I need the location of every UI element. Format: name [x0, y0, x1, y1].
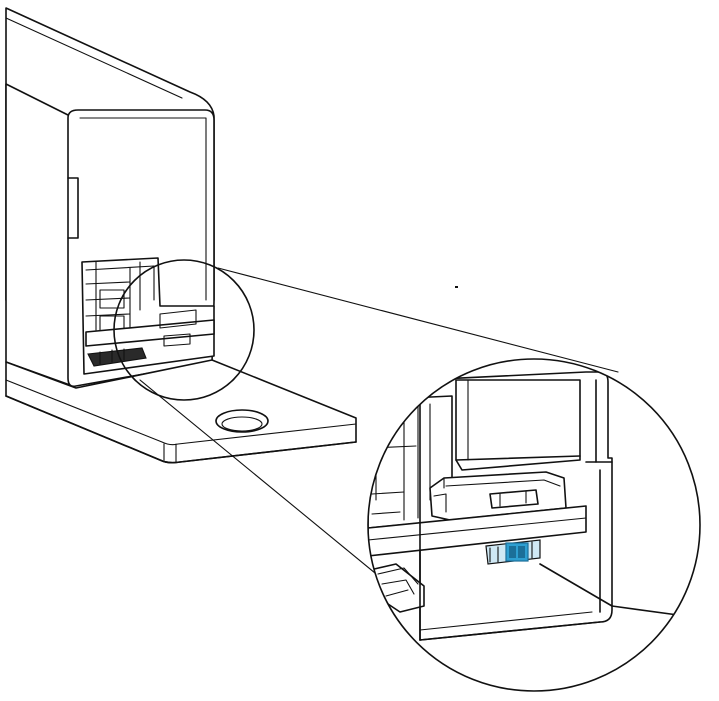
magnified-detail	[368, 371, 700, 641]
housing-front-inner-edge	[79, 117, 207, 301]
mounting-flange	[5, 359, 357, 464]
mag-small-switch	[489, 489, 539, 509]
mag-shelf	[368, 505, 587, 557]
housing-side-face	[5, 83, 71, 386]
mag-floor-edge	[539, 563, 700, 619]
detail-source-circle	[113, 259, 255, 401]
circle-hole-icon	[215, 409, 269, 433]
flange-lower-edge	[5, 379, 357, 446]
stray-dot	[455, 286, 458, 288]
housing-top-edge-inner	[5, 17, 183, 99]
magnifier-circle	[367, 358, 701, 692]
housing-notch	[67, 177, 79, 239]
dip-switch-icon	[485, 539, 541, 565]
terminal-shelf	[85, 319, 215, 347]
mag-upper-block	[455, 379, 581, 471]
flange-front-edge	[5, 395, 357, 464]
